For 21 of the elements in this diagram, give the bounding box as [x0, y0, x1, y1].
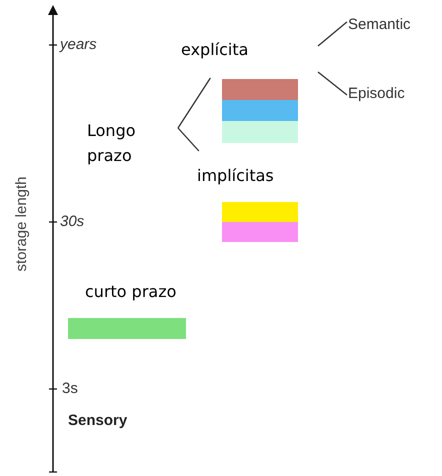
bracket-line — [318, 21, 348, 46]
memory-bar — [222, 202, 298, 222]
bracket-line — [177, 78, 211, 128]
category-label: implícitas — [197, 166, 274, 186]
category-label: Semantic — [348, 16, 411, 34]
category-label: Sensory — [68, 412, 128, 430]
tick-label: 30s — [60, 213, 84, 231]
memory-bar — [68, 318, 186, 339]
category-label: Longo prazo — [87, 120, 137, 167]
bracket-line — [318, 72, 348, 96]
tick-label: years — [60, 36, 97, 54]
memory-bar — [222, 79, 298, 100]
bracket-line — [178, 128, 200, 152]
category-label: explícita — [181, 40, 250, 61]
category-label: curto prazo — [85, 282, 176, 302]
tick-label: 3s — [62, 380, 78, 398]
memory-bar — [222, 121, 298, 143]
category-label: Episodic — [348, 85, 405, 103]
memory-bar — [222, 100, 298, 121]
memory-bar — [222, 222, 298, 242]
axis-title: storage length — [13, 175, 31, 274]
